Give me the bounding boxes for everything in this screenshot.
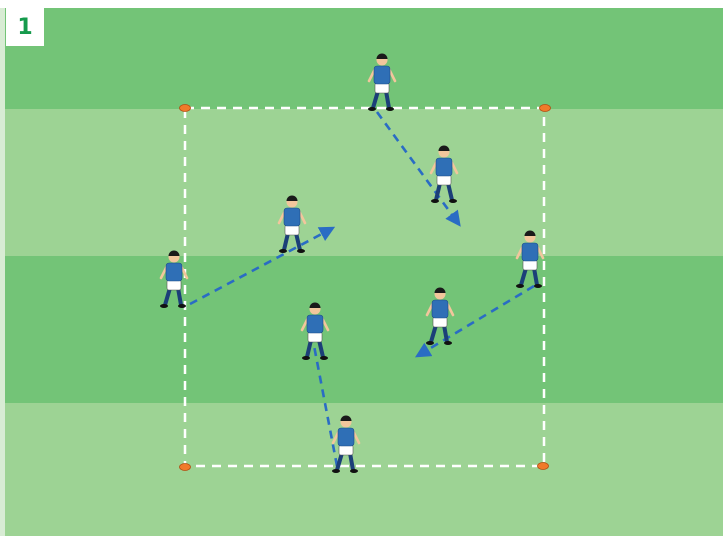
step-number-badge: 1 xyxy=(6,8,44,46)
grass-stripe xyxy=(0,256,723,403)
cone-top-left xyxy=(180,105,191,112)
cone-top-right xyxy=(540,105,551,112)
grass-stripe xyxy=(0,109,723,256)
grass-stripe xyxy=(0,403,723,536)
left-margin-strip xyxy=(0,8,5,536)
cone-bottom-left xyxy=(180,464,191,471)
cone-bottom-right xyxy=(538,463,549,470)
grass-stripes xyxy=(0,8,723,536)
step-number: 1 xyxy=(17,15,32,40)
grass-stripe xyxy=(0,8,723,109)
